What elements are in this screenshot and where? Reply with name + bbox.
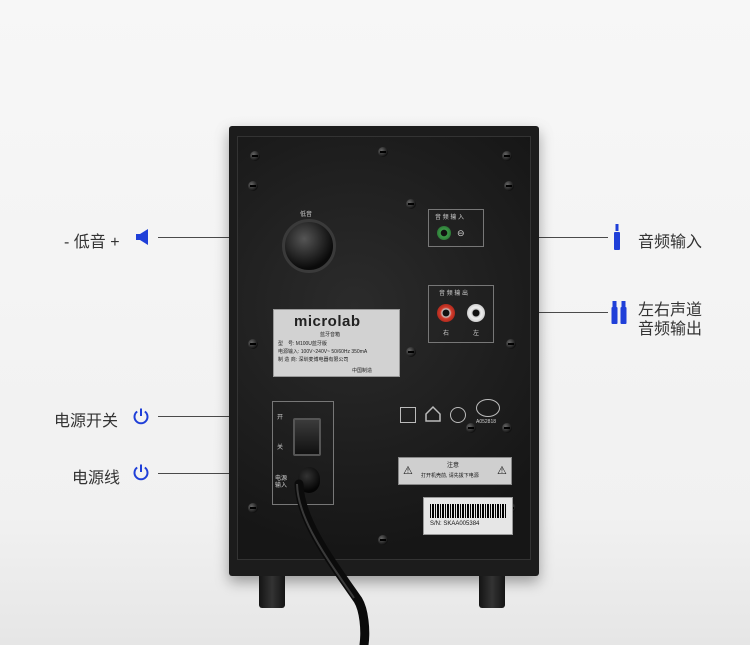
- barcode: [430, 504, 506, 518]
- bass-callout-label: - 低音 +: [64, 234, 120, 251]
- warning-icon: ⚠: [403, 465, 413, 477]
- screw: [502, 423, 512, 433]
- power-cord-callout-line: [158, 473, 286, 474]
- power-input-label: 电源 输入: [275, 476, 288, 489]
- screw: [248, 339, 258, 349]
- screw: [466, 423, 476, 433]
- serial-label: S/N: SKAA005384: [423, 497, 513, 535]
- screw: [406, 347, 416, 357]
- bass-callout-line: [158, 237, 286, 238]
- screw: [248, 503, 258, 513]
- audio-in-callout-line: [470, 237, 608, 238]
- power-icon: [133, 464, 149, 481]
- screw: [506, 339, 516, 349]
- spec-plate: microlab 蓝牙音箱 型 号: M100U蓝牙版 电源输入: 100V~2…: [273, 309, 400, 377]
- warning-label: ⚠ 注意 打开机壳前, 请先拔下电源 ⚠: [398, 457, 512, 485]
- left-channel-label: 左: [473, 331, 480, 337]
- rca-plug-icon: [611, 301, 627, 324]
- screw: [378, 147, 388, 157]
- switch-off-label: 关: [277, 445, 284, 451]
- ten-cert-icon: [450, 407, 466, 423]
- plate-power: 电源输入: 100V~240V~ 50/60Hz 350mA: [278, 349, 368, 355]
- speaker-foot: [259, 576, 285, 608]
- screw: [504, 181, 514, 191]
- warning-icon: ⚠: [497, 465, 507, 477]
- power-switch-callout-line: [158, 416, 276, 417]
- screw: [406, 199, 416, 209]
- audio-out-panel: 音 频 输 出 右 左: [428, 285, 494, 343]
- speaker-foot: [479, 576, 505, 608]
- speaker-icon: [136, 229, 148, 245]
- screw: [378, 535, 388, 545]
- audio-in-panel: 音 频 输 入 ⊖: [428, 209, 484, 247]
- speaker-cabinet: 低音 音 频 输 入 ⊖ 音 频 输 出 右 左 microlab 蓝牙音箱 型…: [229, 126, 539, 608]
- ccc-cert-icon: [476, 399, 500, 417]
- right-channel-label: 右: [443, 331, 450, 337]
- screw: [250, 151, 260, 161]
- screw: [502, 151, 512, 161]
- rca-left-jack[interactable]: [467, 304, 485, 322]
- lr-out-callout-label-2: 音频输出: [638, 321, 703, 338]
- cert-code: A052818: [476, 419, 497, 425]
- power-cord-callout-label: 电源线: [72, 470, 121, 487]
- bass-knob-label: 低音: [300, 212, 313, 218]
- headphone-glyph: ⊖: [457, 228, 465, 238]
- brand-logo: microlab: [294, 313, 361, 330]
- house-cert-icon: [425, 405, 441, 422]
- audio-in-callout-label: 音频输入: [638, 234, 703, 251]
- power-rocker-switch[interactable]: [293, 418, 321, 456]
- warning-text: 打开机壳前, 请先拔下电源: [421, 473, 479, 479]
- audio-in-panel-label: 音 频 输 入: [435, 215, 465, 221]
- switch-on-label: 开: [277, 415, 284, 421]
- power-icon: [133, 408, 149, 425]
- jack-plug-icon: [614, 224, 620, 250]
- lr-out-callout-label-1: 左右声道: [638, 302, 703, 319]
- square-cert-icon: [400, 407, 416, 423]
- plate-title: 蓝牙音箱: [320, 332, 341, 338]
- plate-origin: 中国制造: [352, 368, 373, 374]
- audio-out-panel-label: 音 频 输 出: [439, 291, 469, 297]
- bass-knob[interactable]: [282, 219, 336, 273]
- warning-title: 注意: [447, 463, 460, 469]
- screw: [248, 181, 258, 191]
- plate-model: 型 号: M100U蓝牙版: [278, 341, 327, 347]
- serial-number: S/N: SKAA005384: [430, 521, 480, 527]
- power-switch-callout-label: 电源开关: [54, 413, 119, 430]
- rca-right-jack[interactable]: [437, 304, 455, 322]
- rear-panel: 低音 音 频 输 入 ⊖ 音 频 输 出 右 左 microlab 蓝牙音箱 型…: [237, 136, 531, 560]
- audio-in-jack[interactable]: [437, 226, 451, 240]
- lr-out-callout-line: [486, 312, 608, 313]
- plate-maker: 制 造 商: 深圳麦博电器有限公司: [278, 357, 349, 363]
